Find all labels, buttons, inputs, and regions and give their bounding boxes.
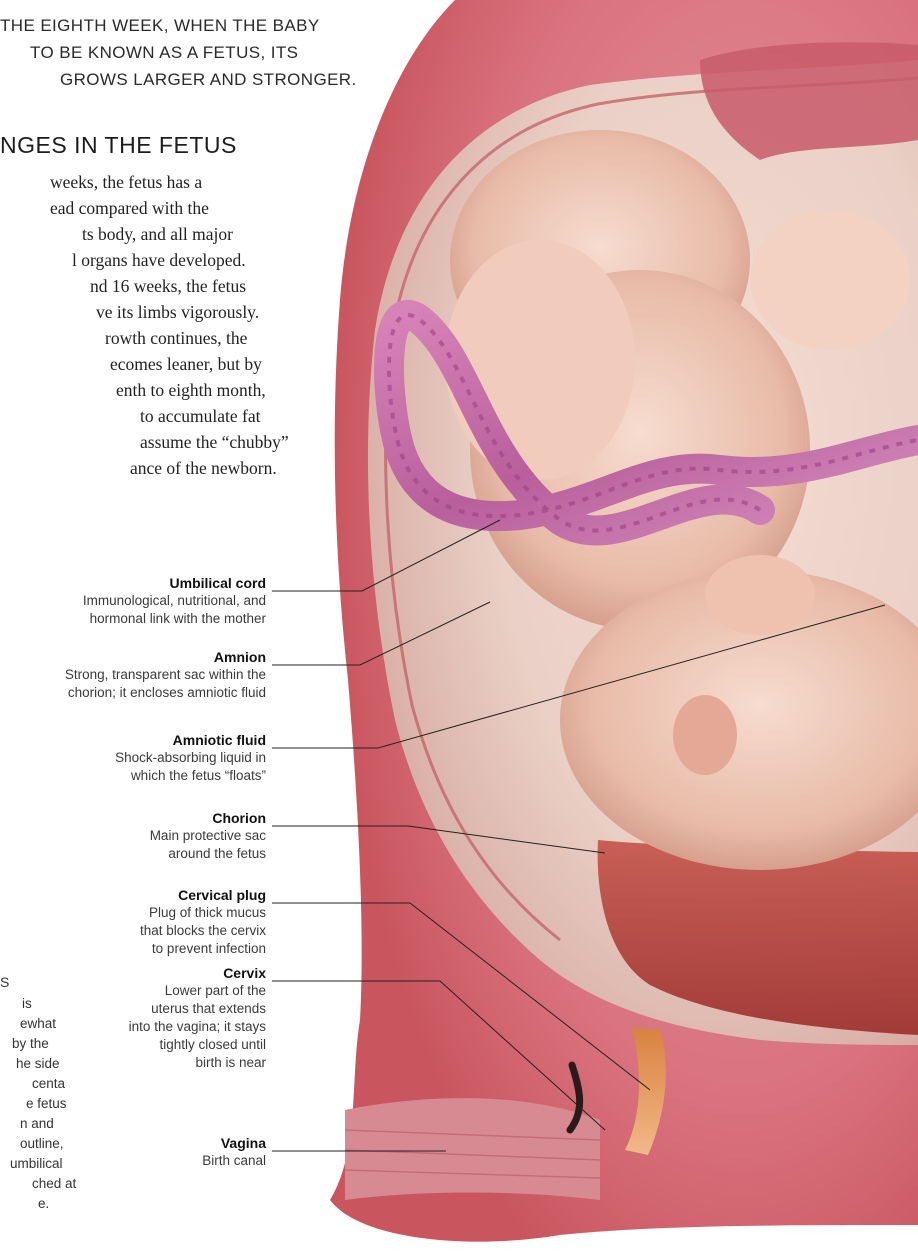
side-caption-line: ewhat	[0, 1014, 130, 1034]
body-line: rowth continues, the	[0, 325, 380, 351]
body-line: l organs have developed.	[0, 247, 380, 273]
body-line: weeks, the fetus has a	[0, 169, 380, 195]
side-caption-line: e.	[0, 1194, 130, 1214]
body-line: enth to eighth month,	[0, 377, 380, 403]
label-name: Amniotic fluid	[115, 731, 266, 749]
label-name: Cervical plug	[140, 886, 266, 904]
body-line: assume the “chubby”	[0, 429, 380, 455]
label-umbilical-cord: Umbilical cord Immunological, nutritiona…	[83, 574, 266, 628]
label-desc-line: which the fetus “floats”	[115, 767, 266, 785]
label-chorion: Chorion Main protective sac around the f…	[150, 809, 266, 863]
label-cervix: Cervix Lower part of the uterus that ext…	[129, 964, 266, 1072]
intro-line: THE EIGHTH WEEK, WHEN THE BABY	[0, 12, 390, 39]
body-line: to accumulate fat	[0, 403, 380, 429]
label-name: Cervix	[129, 964, 266, 982]
label-desc-line: chorion; it encloses amniotic fluid	[65, 684, 266, 702]
label-desc-line: Strong, transparent sac within the	[65, 666, 266, 684]
intro-text: THE EIGHTH WEEK, WHEN THE BABY TO BE KNO…	[0, 12, 390, 93]
label-desc-line: tightly closed until	[129, 1036, 266, 1054]
fetus-hand	[705, 555, 815, 635]
side-caption-line: e fetus	[0, 1094, 130, 1114]
label-name: Vagina	[202, 1134, 266, 1152]
side-caption-line: is	[0, 994, 130, 1014]
label-cervical-plug: Cervical plug Plug of thick mucus that b…	[140, 886, 266, 958]
side-caption-title: S	[0, 972, 130, 992]
label-desc-line: Shock-absorbing liquid in	[115, 749, 266, 767]
side-caption-line: by the	[0, 1034, 130, 1054]
label-desc-line: Immunological, nutritional, and	[83, 592, 266, 610]
label-desc-line: Main protective sac	[150, 827, 266, 845]
label-amnion: Amnion Strong, transparent sac within th…	[65, 648, 266, 702]
label-desc-line: Birth canal	[202, 1152, 266, 1170]
body-text: weeks, the fetus has a ead compared with…	[0, 169, 380, 481]
side-caption-line: centa	[0, 1074, 130, 1094]
label-desc-line: that blocks the cervix	[140, 922, 266, 940]
vagina-canal	[345, 1098, 600, 1200]
fetus-arm	[750, 210, 910, 350]
label-desc-line: Lower part of the	[129, 982, 266, 1000]
intro-line: GROWS LARGER AND STRONGER.	[0, 66, 390, 93]
body-line: ve its limbs vigorously.	[0, 299, 380, 325]
side-caption-line: n and	[0, 1114, 130, 1134]
label-desc-line: Plug of thick mucus	[140, 904, 266, 922]
section-heading: NGES IN THE FETUS	[0, 132, 300, 159]
label-amniotic-fluid: Amniotic fluid Shock-absorbing liquid in…	[115, 731, 266, 785]
body-line: nd 16 weeks, the fetus	[0, 273, 380, 299]
side-caption-line: outline,	[0, 1134, 130, 1154]
intro-line: TO BE KNOWN AS A FETUS, ITS	[0, 39, 390, 66]
label-desc-line: hormonal link with the mother	[83, 610, 266, 628]
label-desc-line: into the vagina; it stays	[129, 1018, 266, 1036]
fetus-leg	[445, 240, 635, 480]
label-name: Umbilical cord	[83, 574, 266, 592]
label-vagina: Vagina Birth canal	[202, 1134, 266, 1170]
label-name: Chorion	[150, 809, 266, 827]
body-line: ance of the newborn.	[0, 455, 380, 481]
body-line: ts body, and all major	[0, 221, 380, 247]
body-line: ead compared with the	[0, 195, 380, 221]
fetus-ear	[673, 695, 737, 775]
label-desc-line: birth is near	[129, 1054, 266, 1072]
label-desc-line: uterus that extends	[129, 1000, 266, 1018]
side-caption-line: ched at	[0, 1174, 130, 1194]
label-desc-line: around the fetus	[150, 845, 266, 863]
body-line: ecomes leaner, but by	[0, 351, 380, 377]
side-caption: S is ewhat by the he side centa e fetus …	[0, 972, 130, 1214]
side-caption-line: umbilical	[0, 1154, 130, 1174]
label-name: Amnion	[65, 648, 266, 666]
side-caption-line: he side	[0, 1054, 130, 1074]
label-desc-line: to prevent infection	[140, 940, 266, 958]
